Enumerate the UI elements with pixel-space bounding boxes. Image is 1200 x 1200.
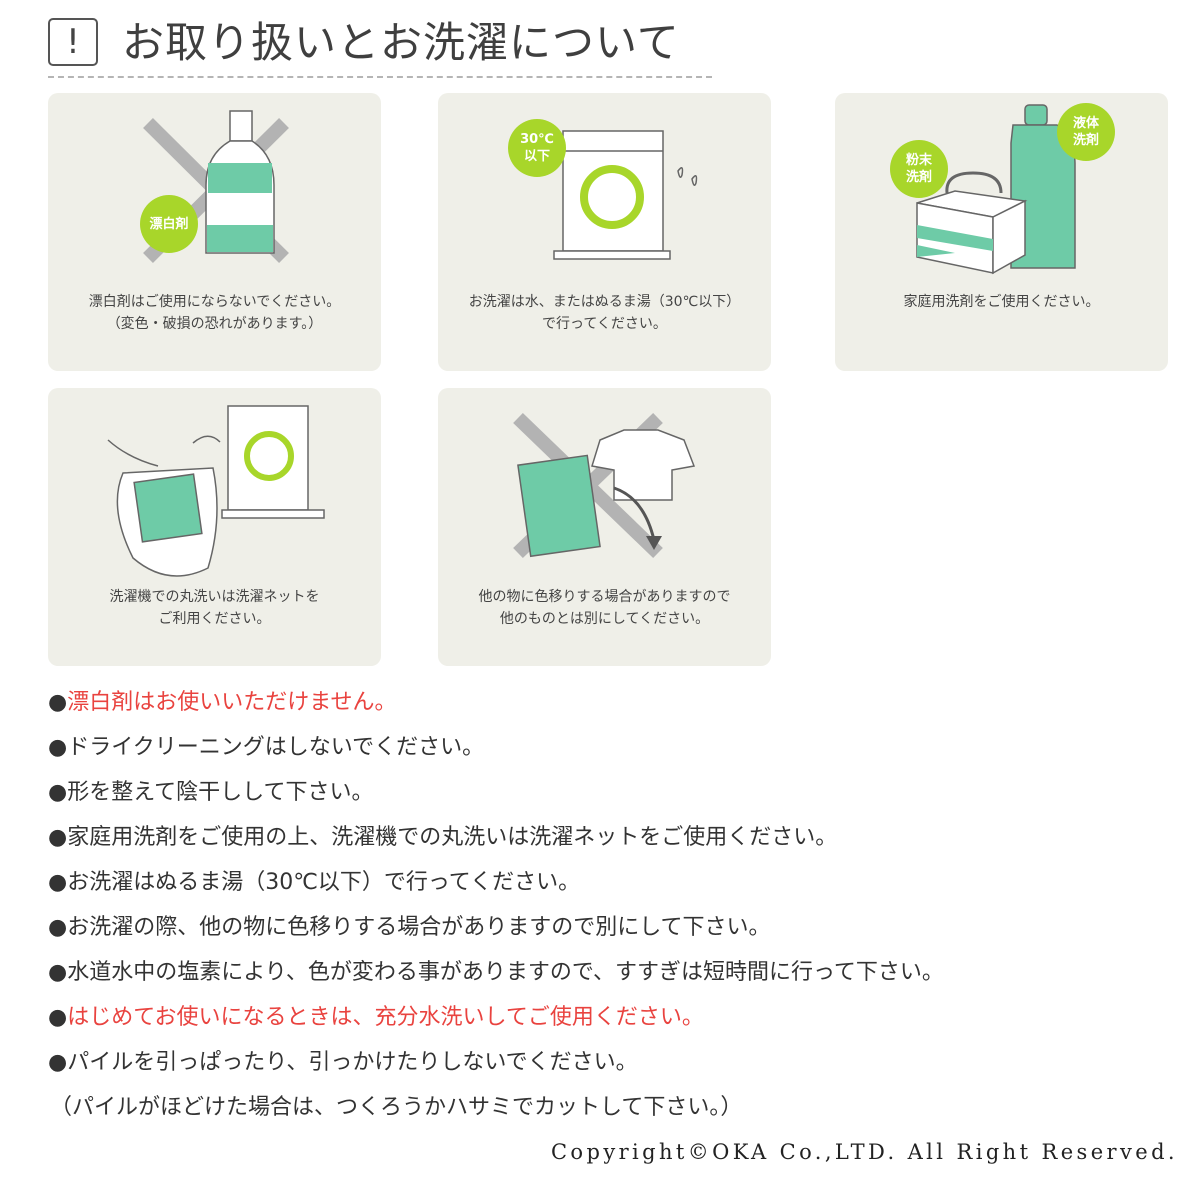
note-item: ●漂白剤はお使いいただけません。 (48, 690, 397, 715)
bullet: ● (48, 1005, 68, 1030)
card-wash-temperature: 30℃ 以下 お洗濯は水、またはぬるま湯（30℃以下） で行ってください。 (438, 93, 771, 371)
bullet: ● (48, 825, 68, 850)
care-notes-list: ●漂白剤はお使いいただけません。 ●ドライクリーニングはしないでください。 ●形… (48, 680, 1168, 1130)
note-item: （パイルがほどけた場合は、つくろうかハサミでカットして下さい。） (50, 1095, 743, 1120)
card-laundry-net-text: 洗濯機での丸洗いは洗濯ネットを ご利用ください。 (109, 589, 320, 627)
note-item: ●家庭用洗剤をご使用の上、洗濯機での丸洗いは洗濯ネットをご使用ください。 (48, 825, 838, 850)
card-separate-washing-text: 他の物に色移りする場合がありますので 他のものとは別にしてください。 (478, 589, 731, 627)
exclamation-icon: ! (48, 18, 98, 66)
powder-detergent-badge: 粉末 洗剤 (890, 140, 948, 198)
washing-machine-icon (553, 130, 698, 260)
bullet: ● (48, 735, 68, 760)
bullet: ● (48, 690, 68, 715)
note-item: ●パイルを引っぱったり、引っかけたりしないでください。 (48, 1050, 638, 1075)
bullet: ● (48, 780, 68, 805)
note-item: ●お洗濯の際、他の物に色移りする場合がありますので別にして下さい。 (48, 915, 771, 940)
note-item: ●ドライクリーニングはしないでください。 (48, 735, 485, 760)
page-title: お取り扱いとお洗濯について (122, 18, 680, 67)
card-no-bleach: 漂白剤 漂白剤はご使用にならないでください。 （変色・破損の恐れがあります。） (48, 93, 381, 371)
liquid-detergent-badge: 液体 洗剤 (1057, 103, 1115, 161)
card-separate-washing: 他の物に色移りする場合がありますので 他のものとは別にしてください。 (438, 388, 771, 666)
bullet: ● (48, 870, 68, 895)
card-laundry-net: 洗濯機での丸洗いは洗濯ネットを ご利用ください。 (48, 388, 381, 666)
note-item: ●形を整えて陰干しして下さい。 (48, 780, 374, 805)
section-header: ! お取り扱いとお洗濯について (48, 14, 712, 78)
detergent-icon (916, 104, 1076, 275)
laundry-net-icon (107, 405, 325, 577)
bullet: ● (48, 915, 68, 940)
color-transfer-icon (513, 412, 696, 559)
bullet: ● (48, 960, 68, 985)
bleach-badge: 漂白剤 (140, 195, 198, 253)
card-no-bleach-text: 漂白剤はご使用にならないでください。 （変色・破損の恐れがあります。） (88, 294, 341, 332)
note-item: ●お洗濯はぬるま湯（30℃以下）で行ってください。 (48, 870, 581, 895)
header-divider (48, 76, 712, 78)
note-item: ●はじめてお使いになるときは、充分水洗いしてご使用ください。 (48, 1005, 704, 1030)
card-detergent-text: 家庭用洗剤をご使用ください。 (903, 294, 1100, 310)
copyright-text: Copyright©OKA Co.,LTD. All Right Reserve… (550, 1140, 1178, 1164)
card-wash-temperature-text: お洗濯は水、またはぬるま湯（30℃以下） で行ってください。 (468, 294, 741, 332)
card-detergent: 液体 洗剤 粉末 洗剤 家庭用洗剤をご使用ください。 (835, 93, 1168, 371)
note-item: ●水道水中の塩素により、色が変わる事がありますので、すすぎは短時間に行って下さい… (48, 960, 944, 985)
bullet: ● (48, 1050, 68, 1075)
temperature-badge: 30℃ 以下 (508, 119, 566, 177)
